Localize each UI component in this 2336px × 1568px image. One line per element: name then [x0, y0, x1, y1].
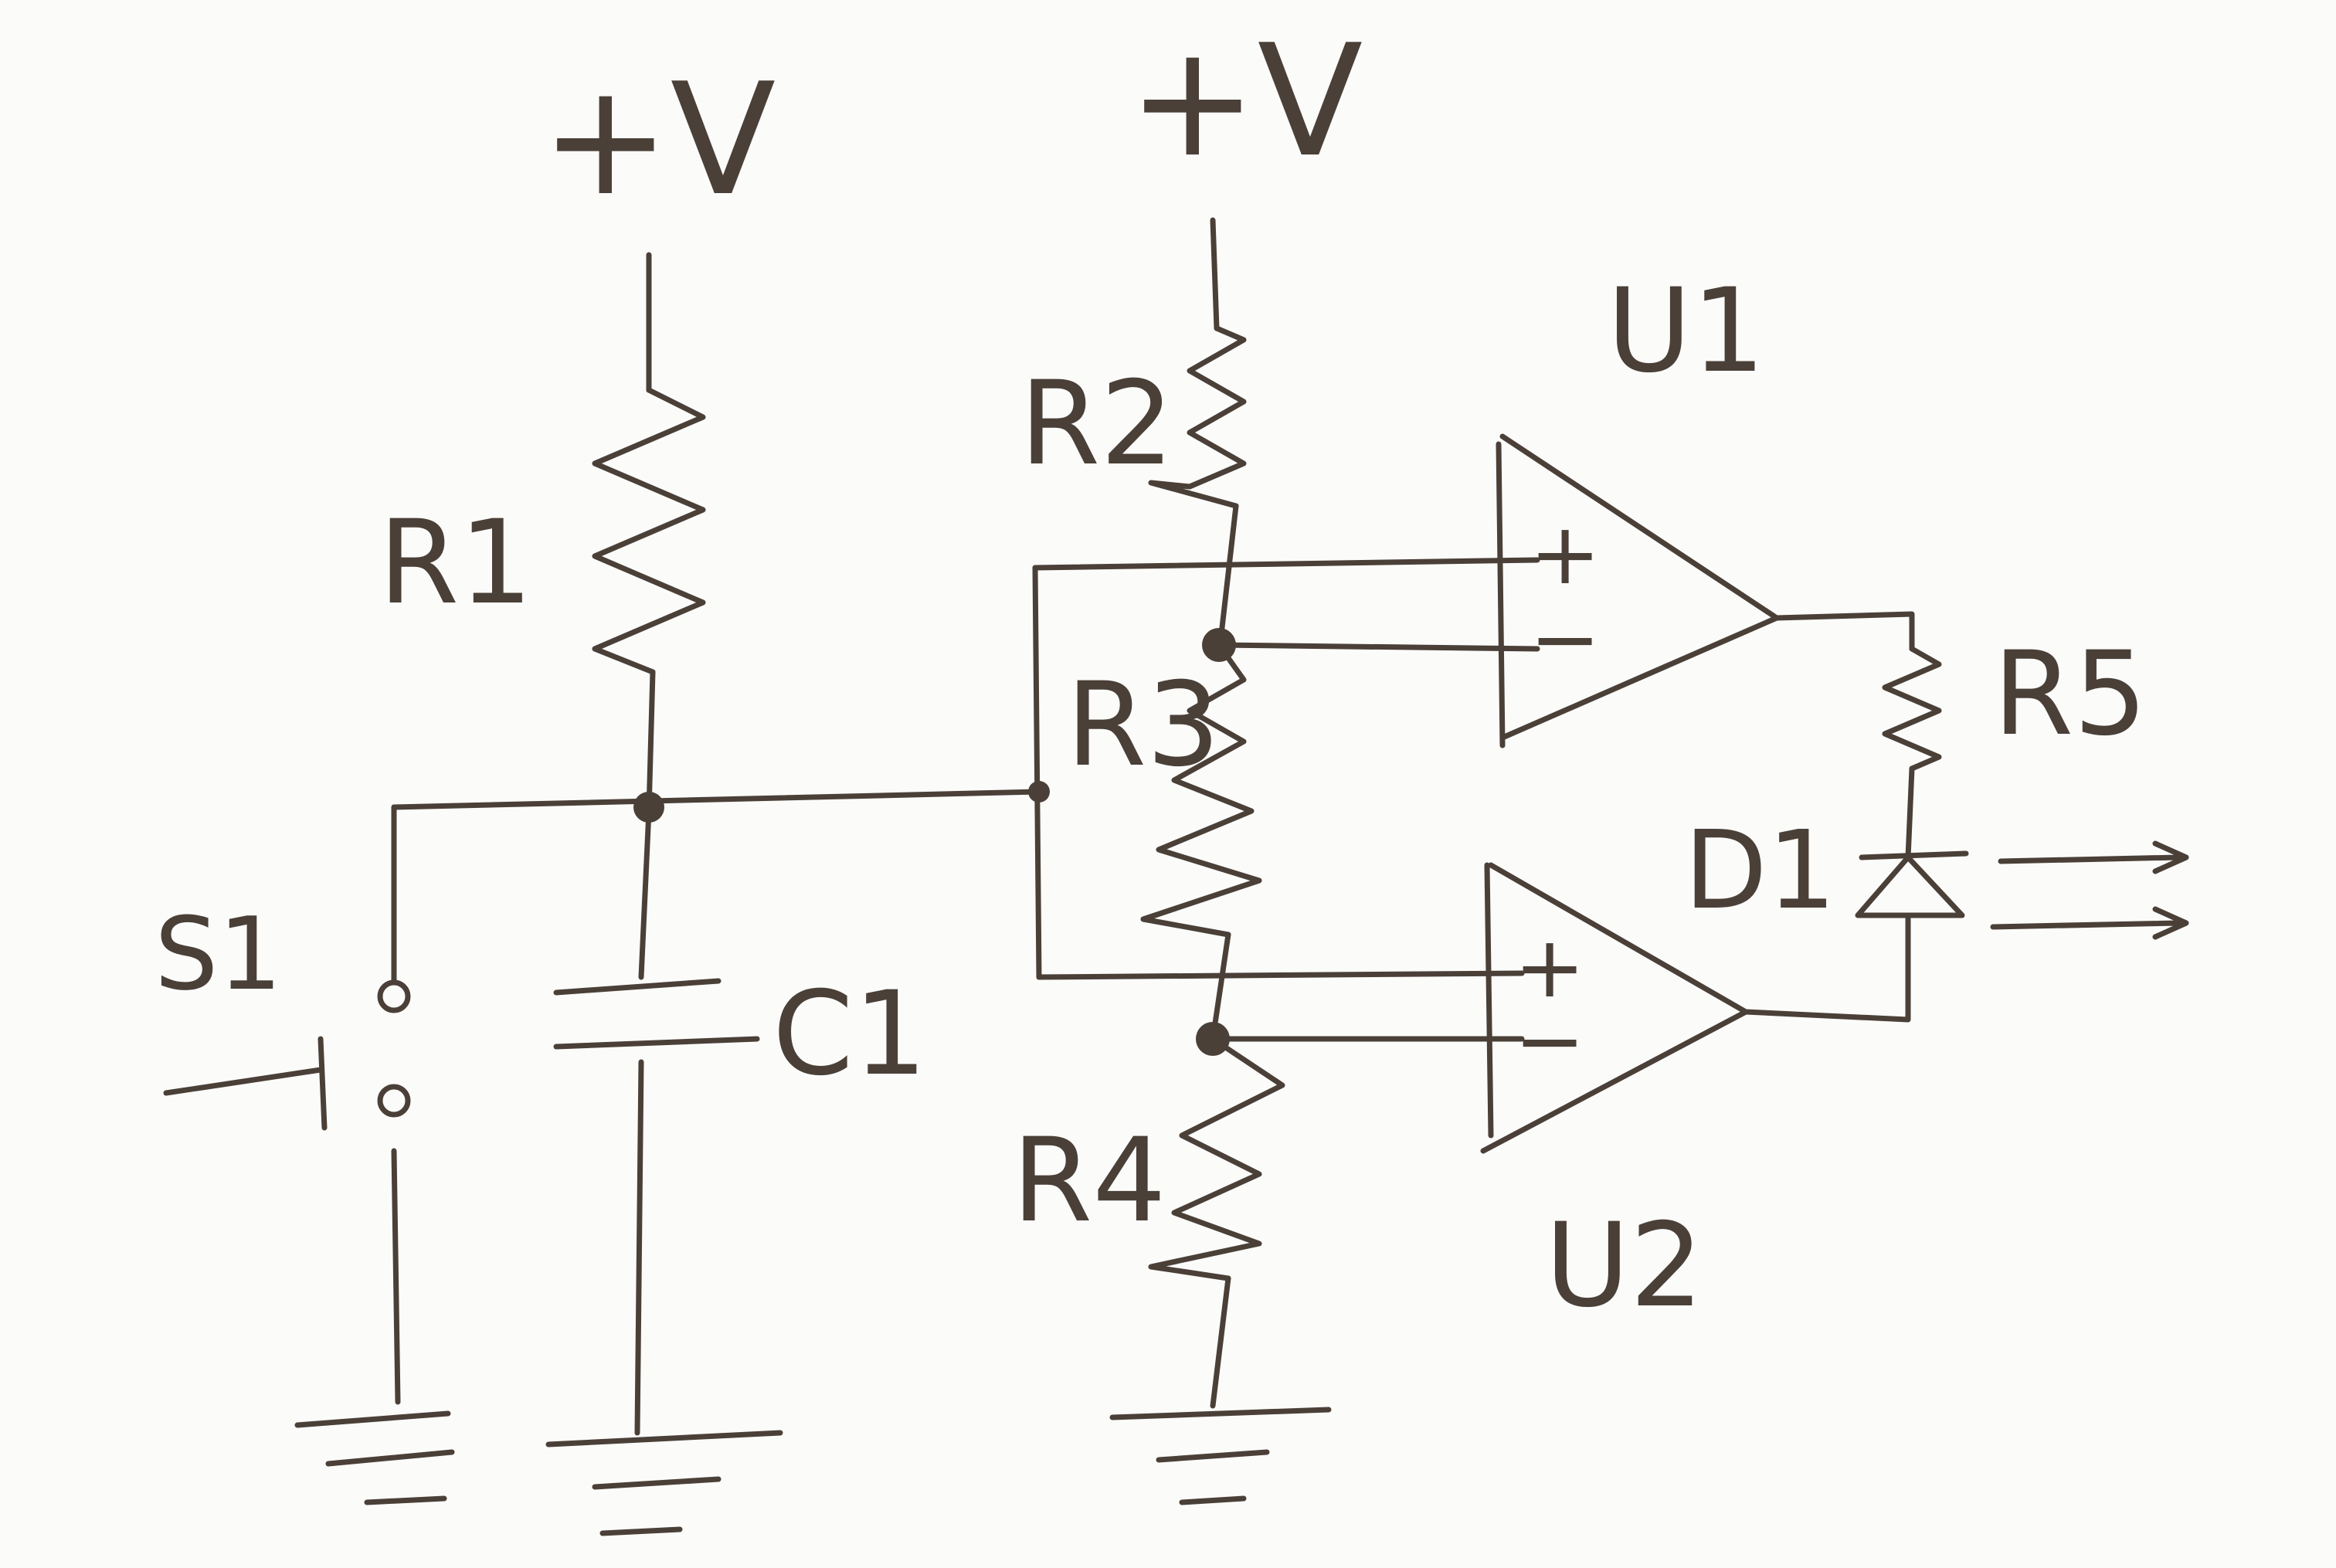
- ground-s1-line-1: [294, 1410, 451, 1428]
- resistor-r1: [592, 387, 706, 675]
- wire-d1-u2-output: [1743, 912, 1911, 1023]
- diode-d1-triangle: [1855, 854, 1965, 918]
- led-light-arrow-1: [1998, 840, 2189, 874]
- label-r5: R5: [1993, 627, 2148, 762]
- switch-s1-pushbar: [317, 1036, 328, 1131]
- wire-node-a-bus: [391, 789, 1042, 810]
- switch-s1-actuator: [163, 1067, 324, 1096]
- led-light-arrow-2: [1990, 906, 2189, 940]
- ground-c1-line-2: [592, 1476, 722, 1490]
- wire-u1-inverting: [1216, 642, 1540, 652]
- wire-r1-node-a: [646, 669, 656, 814]
- label-r1: R1: [379, 496, 533, 630]
- wire-r3-r4: [1210, 932, 1231, 1042]
- resistor-r4: [1148, 1036, 1285, 1281]
- ground-r4-line-1: [1109, 1407, 1332, 1420]
- opamp-u1-minus: −: [1530, 589, 1601, 688]
- ground-s1-line-2: [325, 1449, 455, 1467]
- wire-node-a-vertical: [1032, 565, 1042, 980]
- junction-node-a-right: [1028, 781, 1050, 803]
- label-d1: D1: [1684, 808, 1836, 934]
- label-s1: S1: [154, 895, 282, 1013]
- resistor-r2: [1148, 325, 1247, 509]
- label-r3: R3: [1066, 658, 1221, 792]
- wire-vplus-r2: [1210, 217, 1220, 331]
- wire-s1-ground: [391, 1148, 401, 1405]
- resistor-r3: [1140, 642, 1262, 938]
- ground-c1-line-1: [545, 1430, 783, 1448]
- label-u1: U1: [1607, 264, 1765, 399]
- supply-label-right: +V: [1128, 12, 1363, 192]
- wire-r4-ground: [1210, 1275, 1231, 1409]
- ground-s1-line-3: [364, 1495, 447, 1505]
- opamp-u2-plus: +: [1514, 918, 1585, 1016]
- ground-c1-line-3: [599, 1526, 683, 1536]
- wire-r2-r3: [1217, 503, 1239, 644]
- switch-s1-terminal-top: [377, 979, 411, 1013]
- label-c1: C1: [772, 967, 927, 1101]
- label-r2: R2: [1020, 357, 1174, 491]
- supply-label-left: +V: [541, 50, 776, 230]
- ground-r4-line-3: [1179, 1495, 1247, 1505]
- capacitor-c1-plate-bottom: [553, 1036, 760, 1050]
- ground-r4-line-2: [1156, 1449, 1270, 1463]
- wire-u2-noninverting: [1036, 970, 1525, 980]
- diode-d1-bar: [1859, 850, 1969, 860]
- wire-u1-output: [1774, 611, 1915, 652]
- capacitor-c1-plate-top: [553, 978, 722, 996]
- switch-s1-terminal-bottom: [377, 1084, 411, 1118]
- label-u2: U2: [1545, 1199, 1703, 1333]
- wire-r5-d1: [1905, 765, 1915, 860]
- label-r4: R4: [1012, 1114, 1166, 1248]
- resistor-r5: [1882, 646, 1942, 772]
- wire-c1-ground: [634, 1059, 644, 1436]
- opamp-u2-minus: −: [1514, 991, 1585, 1090]
- opamp-u1-plus: +: [1530, 504, 1601, 603]
- wire-u1-noninverting: [1032, 557, 1540, 571]
- wire-node-a-c1: [638, 808, 652, 980]
